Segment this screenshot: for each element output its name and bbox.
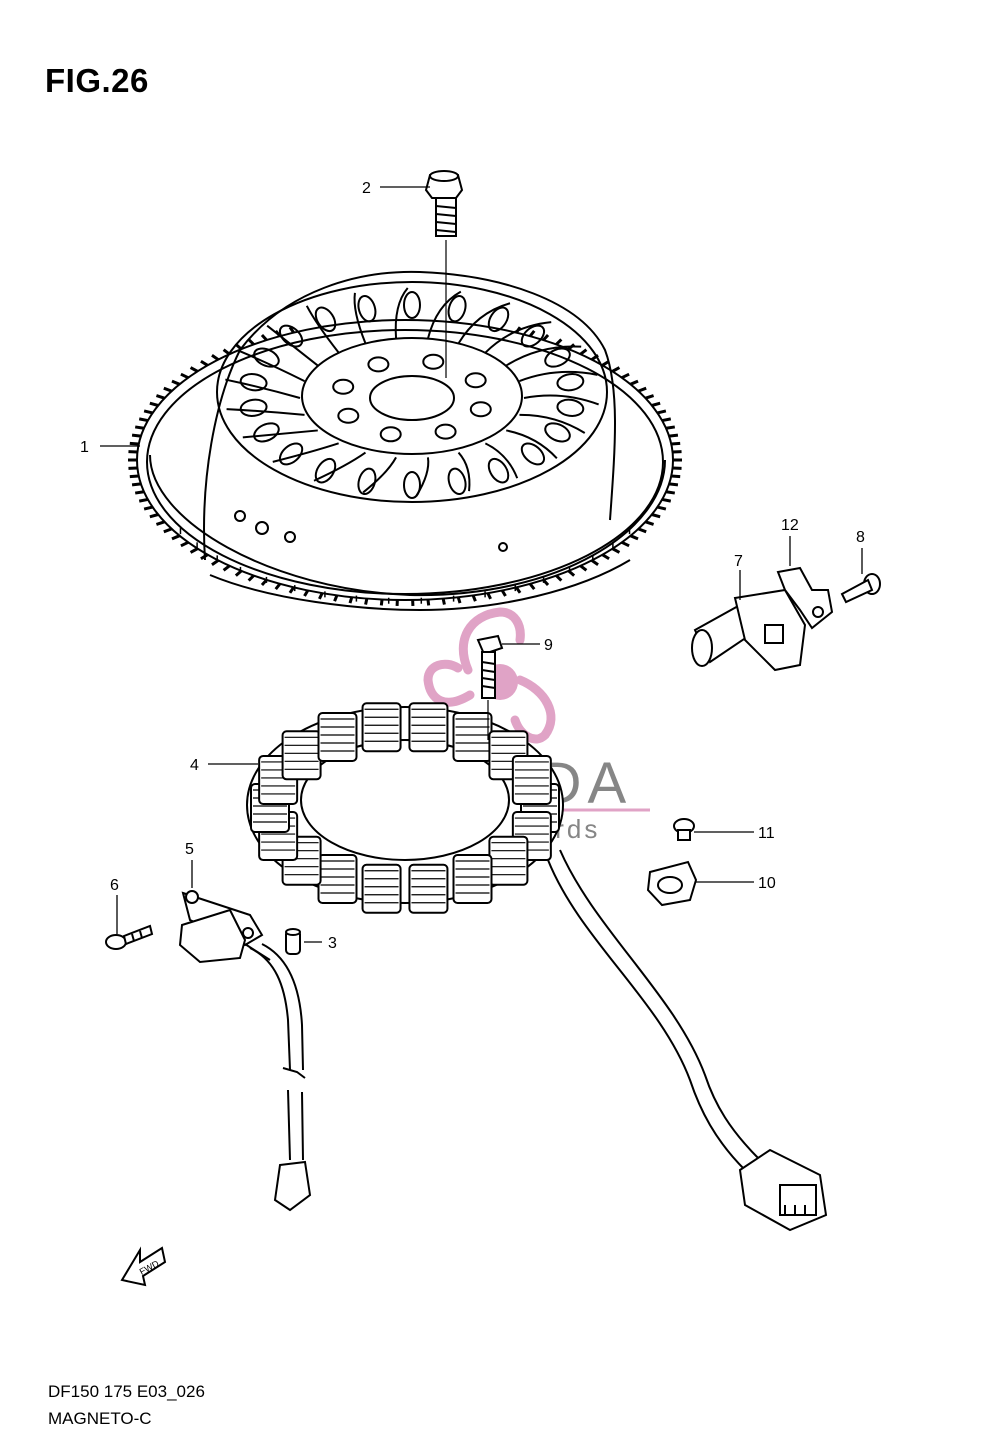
callout-2: 2 [362,180,371,197]
callout-5: 5 [185,841,194,858]
callout-1: 1 [80,439,89,456]
flywheel-bolt [424,170,464,378]
stator-connector [738,1148,828,1232]
stator-bolt [476,634,504,740]
flywheel-windows [239,291,585,499]
flywheel [128,270,682,612]
pickup-screw [105,924,154,950]
callout-3: 3 [328,935,337,952]
pickup-coil [178,890,312,1212]
figure-title: FIG.26 [45,62,149,99]
fwd-arrow-icon: FWD [120,1246,167,1287]
timing-marks [179,528,631,604]
stator [246,702,828,1232]
callout-12: 12 [781,517,799,534]
callout-10: 10 [758,875,776,892]
callout-4: 4 [190,757,199,774]
crank-position-sensor [691,588,807,672]
wire-clamp [646,860,698,907]
stator-poles [250,702,560,914]
clamp-bolt [673,818,695,841]
callout-6: 6 [110,877,119,894]
callout-9: 9 [544,637,553,654]
callout-7: 7 [734,553,743,570]
callout-8: 8 [856,529,865,546]
dowel-pin [285,928,301,955]
diagram-code: DF150 175 E03_026 [48,1382,205,1401]
callout-11: 11 [758,825,775,842]
ring-gear-teeth [128,326,682,607]
hub-bolt-holes [332,353,492,443]
diagram-name: MAGNETO-C [48,1409,152,1428]
sensor-bracket [776,566,834,630]
sensor-bolt [840,573,881,604]
callouts: 1 2 3 4 5 6 7 8 9 10 11 12 [80,180,865,952]
